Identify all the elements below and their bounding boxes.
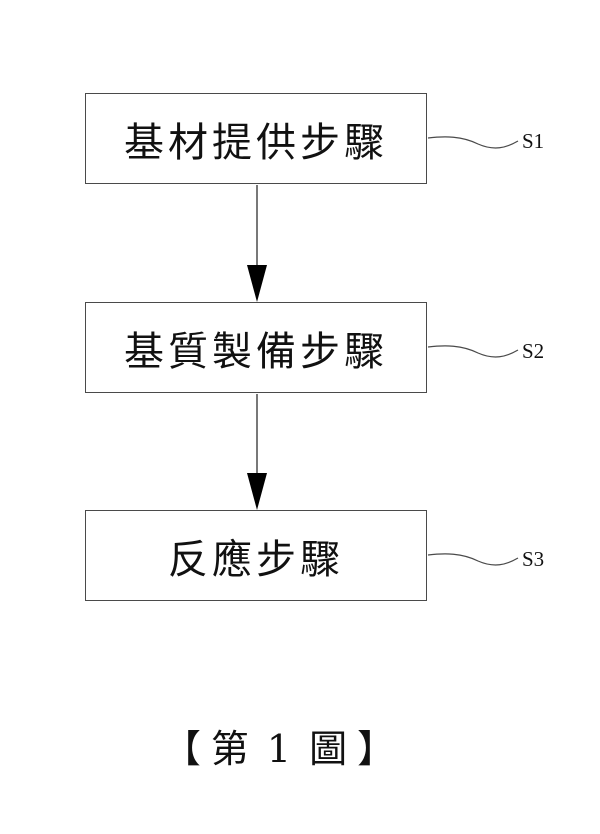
caption-close-bracket: 】 — [357, 727, 398, 771]
leader-line-s3 — [427, 553, 519, 566]
reference-label-s2: S2 — [522, 339, 545, 363]
caption-open-bracket: 【 — [162, 727, 203, 771]
arrowhead-s1-s2 — [247, 265, 267, 302]
arrowhead-s2-s3 — [247, 473, 267, 510]
reference-label-s1: S1 — [522, 129, 545, 153]
step-label-s3: 反應步驟 — [168, 536, 344, 583]
step-label-s1: 基材提供步驟 — [124, 119, 388, 166]
step-label-s2: 基質製備步驟 — [124, 328, 388, 375]
caption-prefix: 第 — [210, 727, 251, 771]
leader-line-s1 — [427, 136, 519, 149]
caption-suffix: 圖 — [309, 727, 350, 771]
step-box-s2: 基質製備步驟 — [85, 302, 427, 393]
step-box-s1: 基材提供步驟 — [85, 93, 427, 184]
step-box-s3: 反應步驟 — [85, 510, 427, 601]
caption-number: 1 — [266, 727, 294, 771]
reference-label-s3: S3 — [522, 547, 545, 571]
leader-line-s2 — [427, 345, 519, 358]
